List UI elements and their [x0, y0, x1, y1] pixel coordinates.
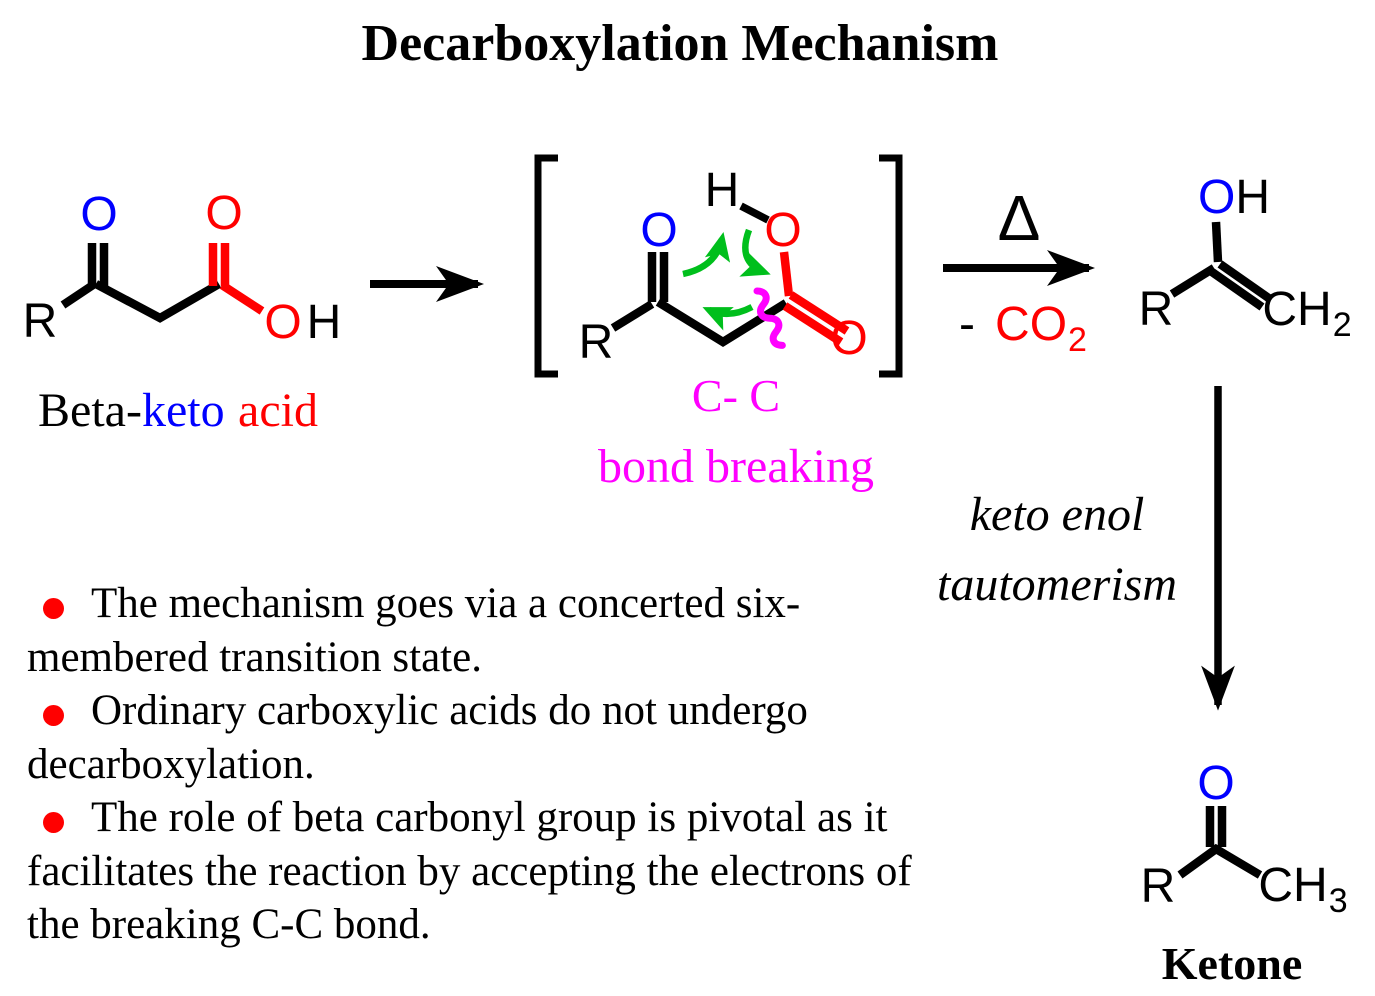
electron-flow-arrows: [682, 228, 771, 331]
note-text: The mechanism goes via a concerted six-: [91, 580, 801, 627]
bullet-dot: [43, 705, 64, 726]
delta-symbol: Δ: [997, 182, 1041, 254]
ts-hydroxyl-oxygen: O: [764, 204, 802, 257]
note-text: membered transition state.: [27, 633, 482, 681]
note-line: Ordinary carboxylic acids do not undergo: [27, 684, 987, 738]
ketone-caption: Ketone: [1161, 938, 1303, 989]
cc-bond-breaking-squiggle: [753, 287, 786, 349]
reactant-hydroxyl-oxygen: O: [264, 296, 302, 349]
bullet-dot: [43, 812, 64, 833]
bullet-dot: [43, 598, 64, 619]
ketone-bonds: [1177, 806, 1263, 879]
note-text: facilitates the reaction by accepting th…: [27, 847, 912, 895]
tautomerism-label-line1: keto enol: [969, 488, 1145, 541]
reactant-caption-beta: Beta-: [38, 384, 142, 437]
bond-breaking-label: bond breaking: [598, 440, 874, 493]
co2-formula: CO: [995, 298, 1068, 351]
note-line: facilitates the reaction by accepting th…: [27, 845, 987, 899]
co2-loss-label: -CO2: [959, 298, 1087, 358]
enol-bonds: [1169, 221, 1273, 311]
electron-arrow-keto-to-h: [682, 232, 731, 278]
electron-arrow-oh-to-carbonyl: [739, 228, 771, 277]
note-line: The role of beta carbonyl group is pivot…: [27, 791, 987, 845]
enol-hydrogen: H: [1235, 171, 1271, 224]
reactant-keto-oxygen: O: [80, 188, 118, 241]
ts-left-bracket: [534, 154, 558, 378]
note-text: The role of beta carbonyl group is pivot…: [91, 794, 888, 841]
ketone-oxygen: O: [1197, 757, 1235, 810]
minus-sign: -: [959, 298, 976, 351]
reactant-caption-acid: acid: [238, 384, 318, 437]
ketone-ch3: CH: [1258, 859, 1328, 912]
electron-arrow-cc-shift: [702, 304, 754, 331]
ketone-ch3-subscript: 3: [1328, 882, 1348, 920]
ts-keto-oxygen: O: [640, 204, 678, 257]
ketone-r-label: R: [1140, 860, 1176, 913]
cc-bond-label: C- C: [691, 370, 781, 421]
reactant-acid-oxygen: O: [205, 187, 243, 240]
note-text: Ordinary carboxylic acids do not undergo: [91, 687, 808, 734]
enol-ch2: CH: [1262, 283, 1332, 336]
notes-list: The mechanism goes via a concerted six- …: [27, 577, 987, 952]
note-line: decarboxylation.: [27, 738, 987, 792]
note-line: the breaking C-C bond.: [27, 898, 987, 952]
enol-hydroxyl-group: OH: [1198, 174, 1270, 222]
ts-r-label: R: [578, 316, 614, 369]
enol-r-label: R: [1138, 283, 1174, 336]
reactant-hydroxyl-hydrogen: H: [306, 296, 342, 349]
note-line: The mechanism goes via a concerted six-: [27, 577, 987, 631]
note-line: membered transition state.: [27, 631, 987, 685]
ts-hydrogen: H: [704, 164, 740, 217]
tautomerism-label-line2: tautomerism: [937, 558, 1177, 611]
reactant-bonds: [60, 243, 265, 323]
ts-carbonyl-oxygen: O: [830, 312, 868, 365]
note-text: the breaking C-C bond.: [27, 901, 431, 948]
reactant-caption-keto: keto: [141, 384, 225, 437]
enol-ch2-group: CH2: [1262, 283, 1351, 343]
enol-ch2-subscript: 2: [1332, 306, 1352, 344]
page-title: Decarboxylation Mechanism: [361, 15, 999, 72]
ketone-ch3-group: CH3: [1258, 859, 1347, 919]
reactant-r-label: R: [22, 295, 58, 348]
co2-subscript: 2: [1068, 321, 1087, 359]
note-text: decarboxylation.: [27, 740, 315, 788]
enol-oxygen: O: [1197, 171, 1236, 224]
ts-right-bracket: [879, 154, 903, 378]
